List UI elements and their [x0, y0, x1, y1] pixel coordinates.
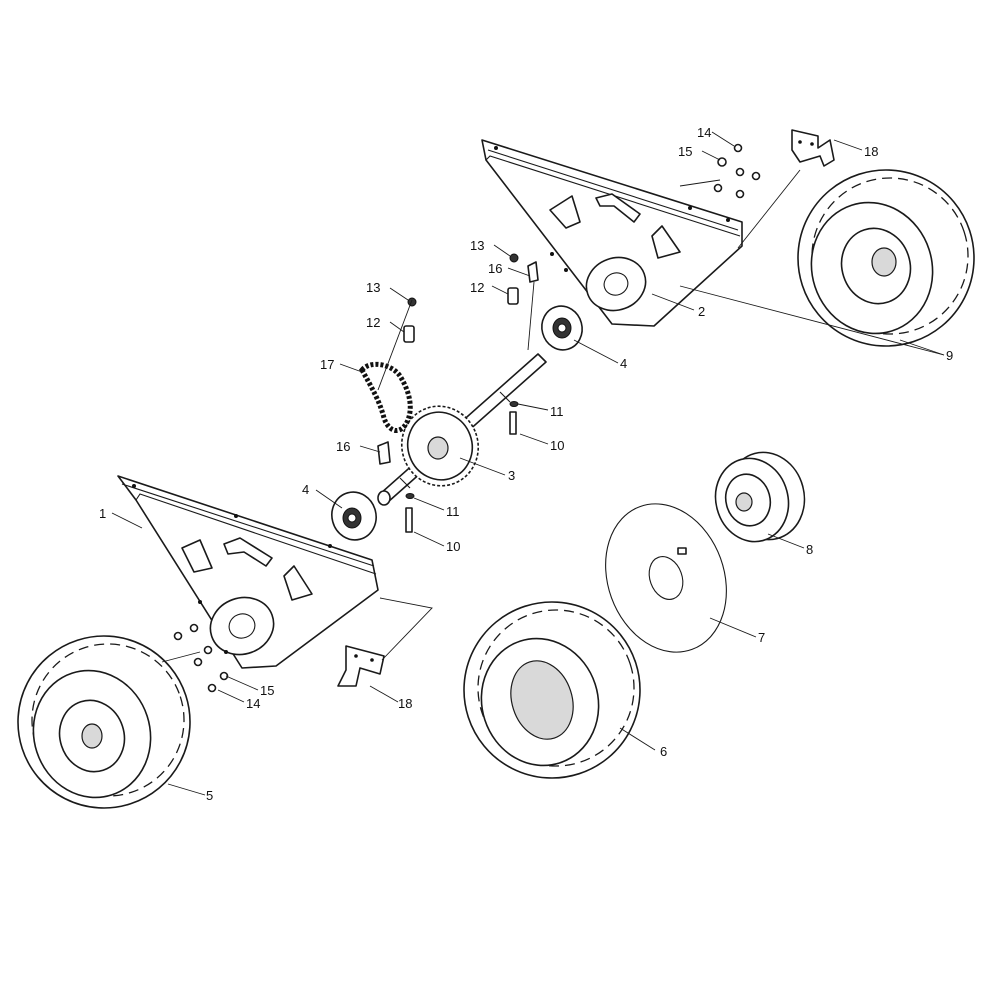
callout-13: 13: [366, 280, 380, 295]
callout-6: 6: [660, 744, 667, 759]
bearing-flange-right: [541, 305, 583, 351]
callout-14: 14: [697, 125, 711, 140]
callout-12: 12: [366, 315, 380, 330]
callout-15: 15: [678, 144, 692, 159]
tire: [463, 601, 641, 779]
callout-4: 4: [302, 482, 309, 497]
bracket-upper: [791, 129, 835, 167]
drive-chain: [358, 361, 413, 434]
callout-12: 12: [470, 280, 484, 295]
wheel-upper-right: [797, 169, 975, 347]
side-plate-left: [117, 475, 379, 669]
callout-3: 3: [508, 468, 515, 483]
callout-14: 14: [246, 696, 260, 711]
callout-11: 11: [550, 404, 564, 419]
sprocket: [400, 405, 480, 487]
callout-18: 18: [864, 144, 878, 159]
callout-11: 11: [446, 504, 460, 519]
callout-10: 10: [446, 539, 460, 554]
callout-labels: 1 2 3 4 4 5 6 7 8 9 10 10 11 11 12 12 13…: [99, 125, 953, 803]
inner-tube: [605, 503, 727, 653]
callout-8: 8: [806, 542, 813, 557]
callout-7: 7: [758, 630, 765, 645]
bracket-lower: [337, 645, 385, 687]
bearing-flange-left: [331, 491, 377, 541]
wheel-rim: [714, 451, 806, 543]
side-plate-right: [481, 139, 743, 327]
leader-lines: [111, 131, 945, 796]
callout-2: 2: [698, 304, 705, 319]
callout-15: 15: [260, 683, 274, 698]
callout-9: 9: [946, 348, 953, 363]
callout-1: 1: [99, 506, 106, 521]
callout-16: 16: [488, 261, 502, 276]
callout-16: 16: [336, 439, 350, 454]
callout-17: 17: [320, 357, 334, 372]
callout-18: 18: [398, 696, 412, 711]
callout-4: 4: [620, 356, 627, 371]
callout-10: 10: [550, 438, 564, 453]
callout-13: 13: [470, 238, 484, 253]
callout-5: 5: [206, 788, 213, 803]
wheel-lower-left: [17, 635, 191, 809]
